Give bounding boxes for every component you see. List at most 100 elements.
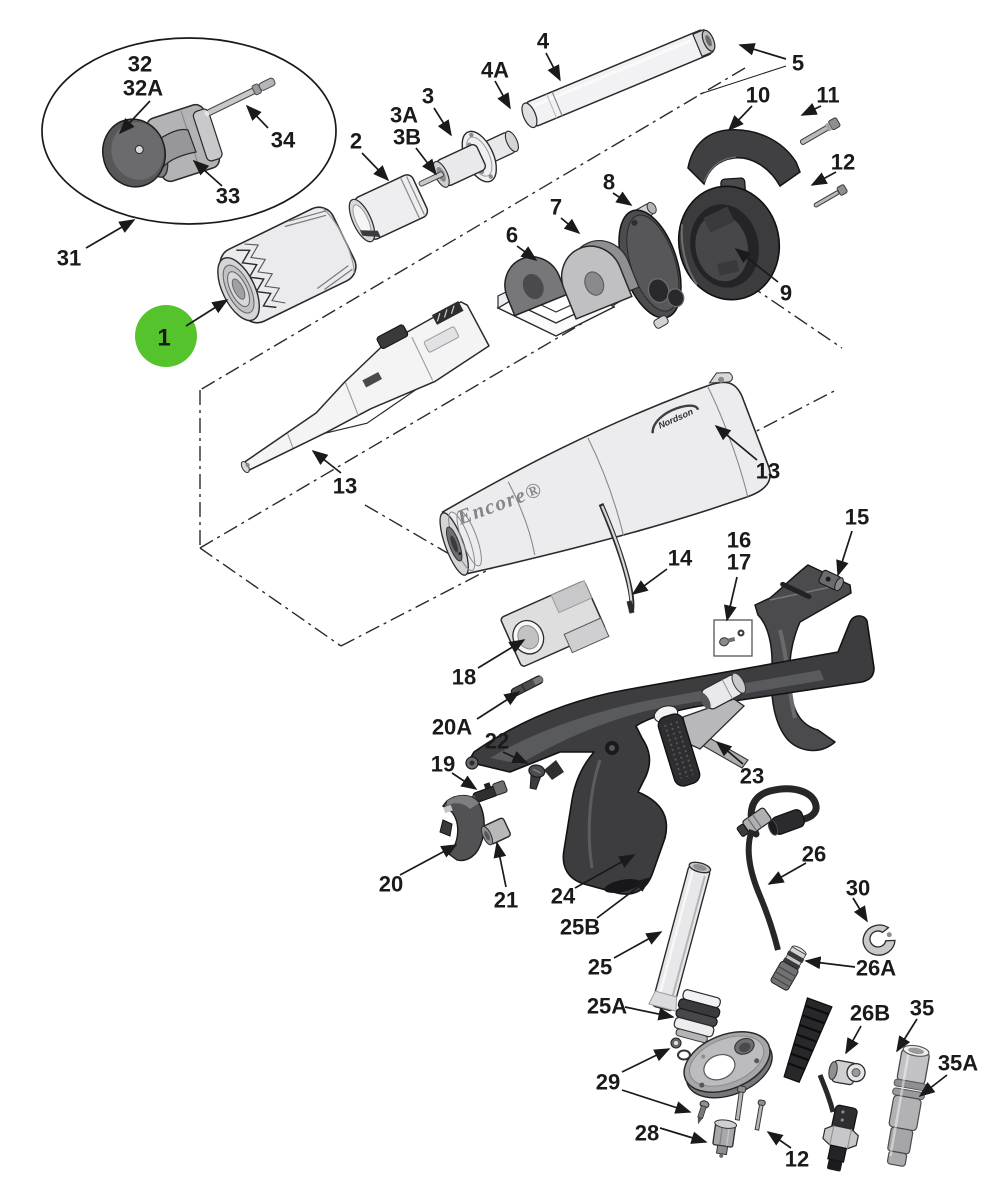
part-26-gun-cable	[736, 785, 859, 1172]
part-label-28: 28	[635, 1121, 659, 1146]
leader-arrow	[311, 450, 342, 474]
part-label-8: 8	[603, 170, 615, 195]
part-25a-seal-stack	[673, 989, 722, 1044]
leader-arrow	[516, 245, 538, 261]
part-29-washers	[670, 1037, 691, 1061]
part-34-electrode-pin	[204, 77, 276, 117]
part-label-24: 24	[551, 884, 576, 909]
leader-arrow	[766, 1131, 792, 1149]
part-label-3B: 3B	[393, 125, 421, 150]
part-label-30: 30	[846, 876, 870, 901]
part-label-3: 3	[422, 84, 434, 109]
part-label-12: 12	[785, 1147, 809, 1172]
leader-arrow	[545, 52, 561, 82]
part-label-7: 7	[550, 195, 562, 220]
part-4-powder-tube	[521, 28, 716, 129]
part-label-26: 26	[802, 842, 826, 867]
part-20-latch-bracket	[439, 794, 485, 862]
part-17-nut	[737, 629, 745, 637]
leader-arrow	[727, 105, 753, 132]
part-26b-cable-clip	[828, 1059, 866, 1086]
construction-lines-layer	[41, 37, 843, 657]
part-35-hose-adapter	[886, 1044, 930, 1167]
leader-arrow	[852, 897, 868, 923]
leader-arrow	[361, 152, 390, 182]
part-label-2: 2	[350, 129, 362, 154]
part-12-screw-top	[813, 184, 848, 208]
part-label-19: 19	[431, 752, 455, 777]
leader-arrow	[613, 931, 663, 959]
part-label-13: 13	[333, 474, 357, 499]
leader-arrow	[185, 299, 229, 327]
part-7-outer-shroud	[560, 240, 640, 320]
center-dash-line	[199, 67, 746, 391]
part-11-screw	[799, 117, 841, 145]
part-28-valve-nut	[712, 1119, 738, 1158]
part-29-electrode-screw	[697, 1100, 710, 1125]
parts-layer: Encore® Nordson	[102, 28, 930, 1172]
part-label-9: 9	[780, 281, 792, 306]
leader-arrow	[477, 639, 526, 669]
part-label-16: 16	[727, 528, 751, 553]
part-label-34: 34	[271, 128, 296, 153]
leader-arrow	[724, 576, 738, 622]
leader-arrow	[245, 104, 269, 129]
leader-arrow	[714, 424, 758, 461]
part-label-12: 12	[831, 150, 855, 175]
leader-arrow	[624, 1006, 675, 1021]
leader-arrow	[493, 841, 507, 888]
part-label-21: 21	[494, 888, 518, 913]
leader-arrow	[399, 844, 458, 876]
leader-arrow	[804, 956, 856, 970]
highlight-circle-item-1	[135, 305, 197, 367]
part-label-11: 11	[816, 83, 839, 108]
leader-arrow	[494, 80, 511, 110]
leader-arrow	[476, 691, 521, 720]
part-12-screw-bottom-b	[754, 1099, 766, 1131]
leader-arrow	[918, 1074, 948, 1097]
part-label-31: 31	[57, 246, 81, 271]
leader-arrow	[560, 217, 581, 235]
part-9-collar-ring	[677, 177, 781, 301]
leader-arrow	[415, 147, 437, 176]
leader-arrow	[659, 1127, 708, 1144]
leader-arrow	[574, 854, 636, 889]
part-label-1-highlighted: 1	[157, 325, 170, 352]
part-label-20: 20	[379, 872, 403, 897]
part-12-screw-bottom-a	[734, 1085, 747, 1121]
part-label-32: 32	[128, 52, 152, 77]
part-25-handle-tube	[648, 861, 712, 1012]
part-30-e-clip	[862, 924, 896, 956]
part-label-4A: 4A	[481, 58, 509, 83]
part-label-25: 25	[588, 955, 612, 980]
part-label-26A: 26A	[856, 956, 896, 981]
part-label-14: 14	[668, 546, 693, 571]
detail-ellipse-31	[41, 37, 337, 225]
part-10-clip	[687, 129, 801, 188]
leader-arrow	[836, 530, 853, 577]
part-label-25A: 25A	[587, 994, 627, 1019]
part-label-22: 22	[485, 729, 509, 754]
part-label-25B: 25B	[560, 915, 600, 940]
leader-arrow	[621, 1048, 671, 1073]
leader-arrow	[631, 568, 668, 595]
part-label-13: 13	[756, 459, 780, 484]
part-22-screw	[528, 764, 546, 790]
leader-arrow	[845, 1025, 862, 1055]
part-label-35: 35	[910, 996, 934, 1021]
part-18-flow-block	[500, 579, 610, 667]
leader-arrow	[502, 751, 529, 764]
leader-arrow	[118, 100, 151, 135]
leader-arrow	[896, 1018, 918, 1053]
part-14-cable	[598, 503, 635, 614]
leader-arrow	[192, 159, 223, 187]
part-15-rear-cover	[754, 564, 852, 752]
center-dash-line	[364, 504, 464, 563]
leader-arrow	[810, 171, 837, 186]
part-label-15: 15	[845, 505, 869, 530]
part-29-base-plate	[683, 1031, 773, 1099]
part-26a-cable-connector	[770, 945, 807, 991]
part-label-4: 4	[537, 29, 550, 54]
